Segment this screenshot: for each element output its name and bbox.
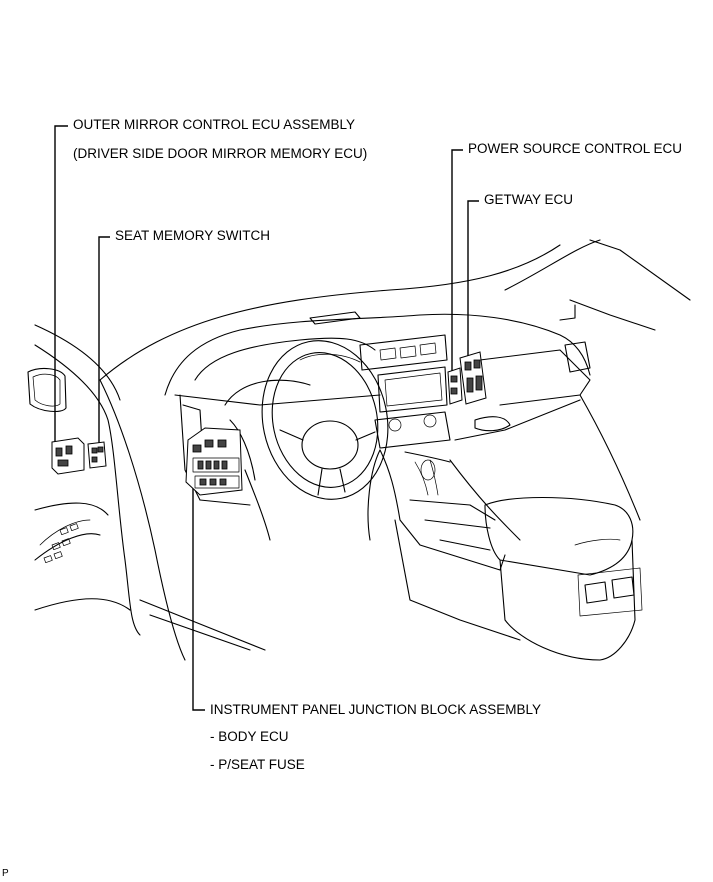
door-switches xyxy=(43,523,79,564)
outer-mirror-ecu-part xyxy=(51,437,85,475)
leader-outer-mirror xyxy=(54,125,68,450)
power-source-ecu-label: POWER SOURCE CONTROL ECU xyxy=(468,141,683,156)
getway-ecu-part xyxy=(459,351,487,405)
outer-mirror-ecu-sublabel: (DRIVER SIDE DOOR MIRROR MEMORY ECU) xyxy=(73,146,368,161)
outer-mirror-ecu-label: OUTER MIRROR CONTROL ECU ASSEMBLY xyxy=(73,117,356,132)
instrument-panel xyxy=(164,313,641,541)
center-console xyxy=(367,449,643,661)
power-source-ecu-part xyxy=(447,367,463,405)
leader-getway xyxy=(467,200,479,360)
windshield-outline xyxy=(99,239,691,381)
leader-power-source xyxy=(451,149,463,378)
junction-block-label: INSTRUMENT PANEL JUNCTION BLOCK ASSEMBLY xyxy=(210,702,542,717)
driver-door xyxy=(27,324,266,661)
body-ecu-label: - BODY ECU xyxy=(210,729,289,744)
pseat-fuse-label: - P/SEAT FUSE xyxy=(210,757,305,772)
getway-ecu-label: GETWAY ECU xyxy=(484,192,574,207)
seat-memory-switch-part xyxy=(87,441,107,469)
seat-memory-switch-label: SEAT MEMORY SWITCH xyxy=(115,228,271,243)
steering-wheel xyxy=(261,340,389,500)
corner-code: P xyxy=(2,868,9,879)
leader-seat-memory xyxy=(98,236,110,450)
junction-block-part xyxy=(185,427,243,496)
leader-junction-block xyxy=(192,478,205,711)
leader-lines xyxy=(54,125,479,711)
